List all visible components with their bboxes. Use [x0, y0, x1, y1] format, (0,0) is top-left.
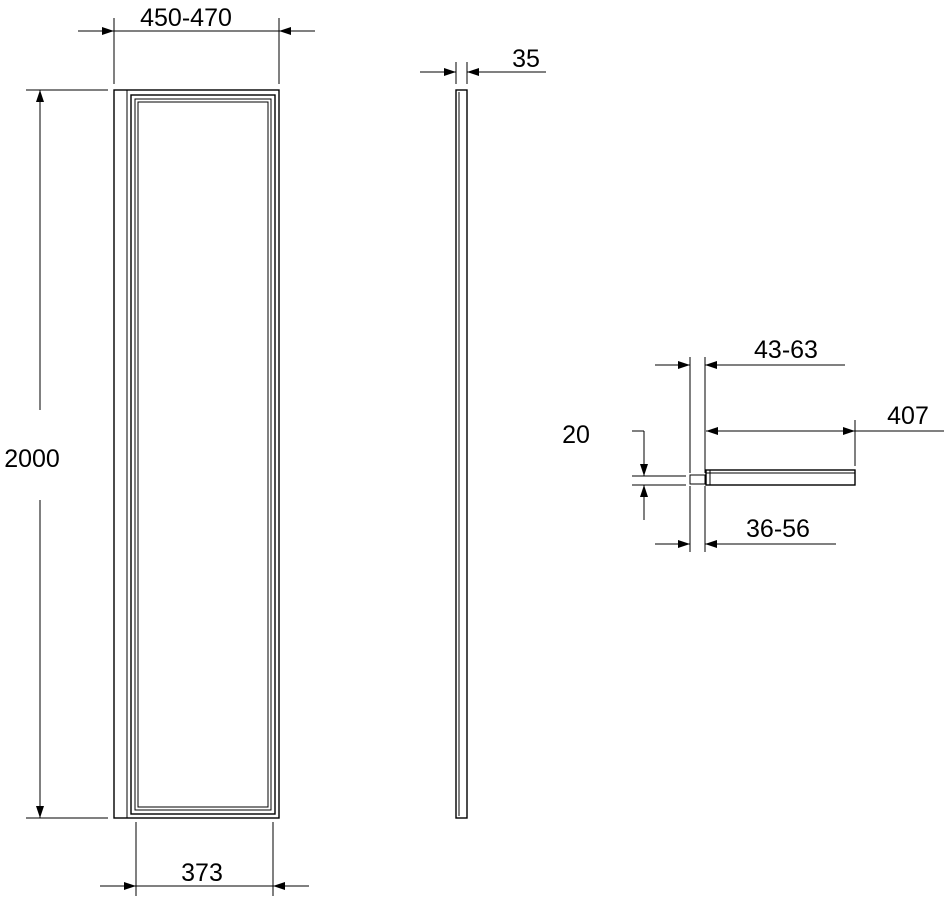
dim-label-detail-shelf-depth: 407	[887, 402, 929, 430]
dim-side-depth: 35	[420, 45, 546, 84]
front-view	[113, 89, 280, 819]
front-door-panel	[134, 98, 272, 811]
front-door-frame	[130, 94, 276, 815]
dim-label-detail-lower-offset: 36-56	[746, 515, 810, 543]
dim-front-width: 450-470	[78, 4, 315, 84]
section-detail	[689, 357, 856, 552]
dim-label-front-width: 450-470	[140, 4, 232, 32]
dim-label-front-inner-width: 373	[181, 859, 223, 887]
dim-detail-lower-offset: 36-56	[655, 515, 836, 548]
front-door-glass	[137, 101, 269, 808]
shelf-profile	[705, 469, 856, 486]
dim-front-height: 2000	[4, 89, 108, 819]
front-outer-frame	[113, 89, 280, 819]
dim-front-inner-width: 373	[100, 822, 309, 896]
dim-label-side-depth: 35	[512, 45, 540, 73]
dim-detail-shelf-thickness: 20	[562, 421, 686, 520]
side-profile	[455, 89, 468, 819]
dim-detail-offset: 43-63	[655, 336, 845, 369]
dim-label-detail-offset: 43-63	[754, 336, 818, 364]
side-view	[455, 89, 468, 819]
dim-detail-shelf-depth: 407	[706, 402, 944, 466]
dim-label-front-height: 2000	[4, 445, 60, 473]
dim-label-detail-shelf-thickness: 20	[562, 421, 590, 449]
